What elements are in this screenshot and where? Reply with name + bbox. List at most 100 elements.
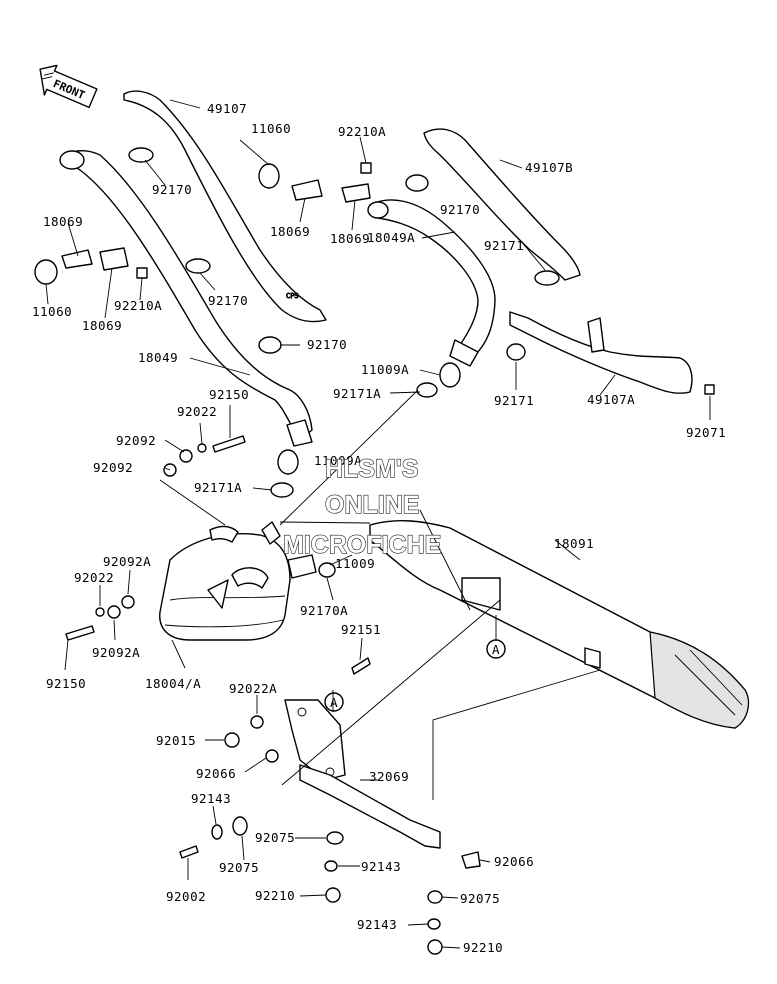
nut-92210-b: [427, 939, 443, 955]
exhaust-pipe-18049A: [369, 199, 496, 356]
label-92171-r: 92171: [494, 393, 534, 408]
label-92075-b: 92075: [219, 860, 259, 875]
flange-18069-a: [291, 179, 323, 201]
label-92066-b: 92066: [494, 854, 534, 869]
muffler-logo-mark: [207, 579, 229, 609]
ref-mark-a-1-label: A: [492, 642, 500, 657]
grommet-92075-a: [326, 831, 344, 845]
label-92170-d: 92170: [307, 337, 347, 352]
washer-92022-left: [95, 607, 105, 617]
muffler-mount-bracket: [461, 577, 501, 611]
heat-guard-49107B: [423, 128, 581, 281]
bracket-32069: [299, 764, 441, 849]
gasket-11009A-l: [277, 449, 299, 475]
label-92210-a: 92210: [255, 888, 295, 903]
bolt-92002: [179, 845, 199, 859]
label-11009A-r: 11009A: [361, 362, 409, 377]
ref-mark-a-2: [324, 692, 344, 712]
label-92022A: 92022A: [229, 681, 277, 696]
label-49107B: 49107B: [525, 160, 573, 175]
flange-18069-left2: [99, 247, 129, 271]
clamp-92171-r: [506, 343, 526, 361]
watermark-line3: MICROFICHE: [283, 531, 441, 559]
label-11060-left: 11060: [32, 304, 72, 319]
clamp-92171: [534, 270, 560, 286]
washer-92143-c: [427, 918, 441, 930]
bracket-plate: [284, 699, 346, 781]
nut-92071: [704, 384, 715, 395]
label-92002: 92002: [166, 889, 206, 904]
label-49107: 49107: [207, 101, 247, 116]
gasket-11009A-r: [439, 362, 461, 388]
part-labels: 49107 11060 92210A 49107B 92170 92170 18…: [32, 101, 726, 955]
watermark-line2: ONLINE: [325, 491, 419, 519]
label-92022-l: 92022: [74, 570, 114, 585]
heat-guard-49107: [123, 90, 327, 323]
label-92150-top: 92150: [209, 387, 249, 402]
label-92170-b: 92170: [440, 202, 480, 217]
label-92092A-a: 92092A: [103, 554, 151, 569]
pipe-18049A-inlet: [367, 201, 389, 219]
label-18069-b: 18069: [330, 231, 370, 246]
clamp-92171A-r: [416, 382, 438, 398]
label-92150-l: 92150: [46, 676, 86, 691]
svg-text:CPS: CPS: [286, 292, 299, 300]
clamp-92170-d: [258, 336, 282, 354]
label-92210A-top: 92210A: [338, 124, 386, 139]
label-92170-c: 92170: [208, 293, 248, 308]
label-92143-a: 92143: [191, 791, 231, 806]
label-11009A-l: 11009A: [314, 453, 362, 468]
nut-92210A-top: [360, 162, 372, 174]
grommet-92075-c: [427, 890, 443, 904]
label-92143-b: 92143: [361, 859, 401, 874]
washer-92022-top: [197, 443, 207, 453]
pipe-18049-outlet: [286, 419, 313, 447]
clamp-92170-c: [185, 258, 211, 274]
clamp-92170-b: [405, 174, 429, 192]
label-92071: 92071: [686, 425, 726, 440]
label-32069: 32069: [369, 769, 409, 784]
bolt-92151: [351, 657, 371, 675]
washer-92143-b: [324, 860, 338, 872]
label-11009: 11009: [335, 556, 375, 571]
nut-92210A-left: [136, 267, 148, 279]
nut-92015: [224, 732, 240, 748]
label-92075-c: 92075: [460, 891, 500, 906]
nut-92210-a: [325, 887, 341, 903]
nut-92092A-a: [121, 595, 135, 609]
washer-92022A: [250, 715, 264, 729]
nut-92092-a: [179, 449, 193, 463]
label-92066-a: 92066: [196, 766, 236, 781]
grommet-92075-b: [232, 816, 248, 836]
pipe-18049-inlet: [59, 150, 85, 170]
label-92210-b: 92210: [463, 940, 503, 955]
label-92092-a: 92092: [116, 433, 156, 448]
label-92171A-l: 92171A: [194, 480, 242, 495]
bolt-92150-top: [212, 435, 246, 453]
washer-92143-a: [211, 824, 223, 840]
label-18004A: 18004/A: [145, 676, 201, 691]
label-18091: 18091: [554, 536, 594, 551]
clamp-92171A-l: [270, 482, 294, 498]
label-18069-a: 18069: [270, 224, 310, 239]
label-92022-top: 92022: [177, 404, 217, 419]
ref-mark-a-2-label: A: [330, 695, 338, 710]
label-92170A: 92170A: [300, 603, 348, 618]
clamp-92170A: [318, 562, 336, 578]
nut-92092A-b: [107, 605, 121, 619]
label-92171: 92171: [484, 238, 524, 253]
watermark-line1: HLSM'S: [325, 455, 418, 483]
label-18049: 18049: [138, 350, 178, 365]
label-49107A: 49107A: [587, 392, 635, 407]
label-18049A: 18049A: [367, 230, 415, 245]
flange-18069-b: [341, 183, 371, 203]
flange-18069-left: [61, 249, 93, 269]
nut-92066-a: [265, 749, 279, 763]
front-arrow-icon: FRONT: [39, 64, 98, 109]
label-92210A-left: 92210A: [114, 298, 162, 313]
bolt-92150-left: [65, 625, 95, 641]
label-18069-left2: 18069: [82, 318, 122, 333]
leader-lines: [45, 99, 711, 949]
